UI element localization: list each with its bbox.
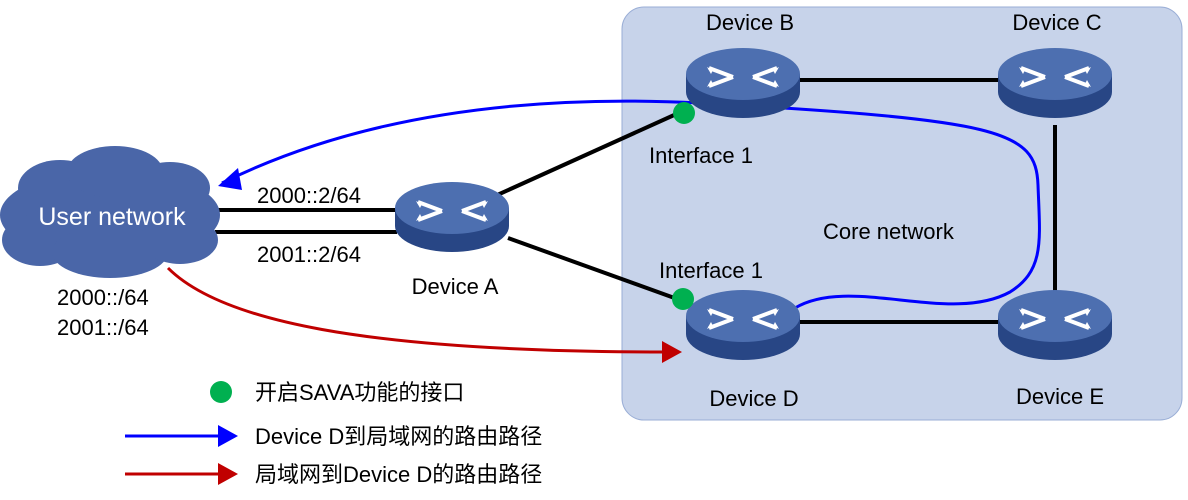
device-e-label: Device E	[1016, 384, 1104, 409]
sava-interface-dot-b	[673, 102, 695, 124]
legend-sava-dot	[210, 381, 232, 403]
user-network-cloud: User network	[0, 146, 220, 278]
blue-route-path	[221, 99, 1041, 310]
legend-red-label: 局域网到Device D的路由路径	[255, 462, 542, 487]
blue-route-arrowhead	[218, 168, 242, 190]
sava-interface-dot-d	[672, 288, 694, 310]
core-network-label: Core network	[823, 219, 955, 244]
device-a	[395, 182, 509, 252]
cloud-prefix-2: 2001::/64	[57, 315, 149, 340]
link-address-2: 2001::2/64	[257, 242, 361, 267]
device-b	[686, 48, 800, 118]
links	[215, 78, 1057, 324]
interface-b-label: Interface 1	[649, 143, 753, 168]
link-address-1: 2000::2/64	[257, 183, 361, 208]
device-d-label: Device D	[709, 386, 798, 411]
legend-sava-label: 开启SAVA功能的接口	[255, 380, 464, 405]
legend: 开启SAVA功能的接口 Device D到局域网的路由路径 局域网到Device…	[125, 380, 542, 487]
interface-d-label: Interface 1	[659, 258, 763, 283]
cloud-label: User network	[38, 203, 186, 231]
legend-red-arrowhead	[218, 463, 238, 485]
cloud-prefix-1: 2000::/64	[57, 285, 149, 310]
device-b-label: Device B	[706, 10, 794, 35]
device-e	[998, 290, 1112, 360]
link-a-b	[494, 109, 684, 198]
red-route-arrowhead	[662, 341, 682, 363]
red-route-path	[166, 266, 669, 354]
device-a-label: Device A	[412, 274, 499, 299]
link-a-d	[507, 236, 681, 302]
device-d	[686, 290, 800, 360]
device-c-label: Device C	[1012, 10, 1101, 35]
device-c	[998, 48, 1112, 118]
legend-blue-label: Device D到局域网的路由路径	[255, 424, 542, 449]
legend-blue-arrowhead	[218, 425, 238, 447]
